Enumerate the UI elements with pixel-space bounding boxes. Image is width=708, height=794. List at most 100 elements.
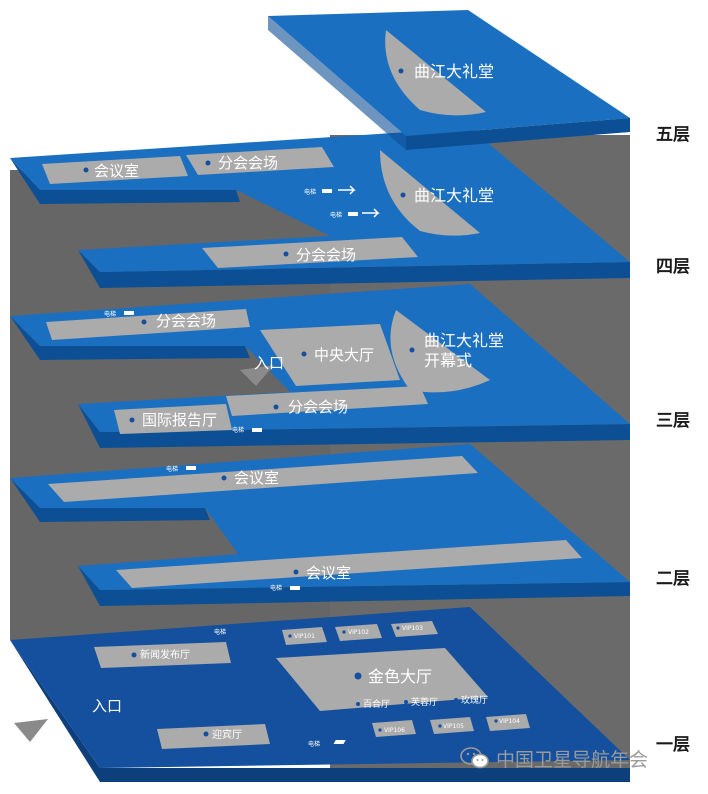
room-vip106[interactable] bbox=[372, 720, 416, 737]
floor-4-front bbox=[78, 250, 630, 288]
arrow-icon-4a bbox=[338, 185, 356, 195]
label-elevator-2b: 电梯 bbox=[270, 584, 282, 592]
floor-1 bbox=[10, 607, 630, 782]
room-vip105[interactable] bbox=[430, 717, 474, 734]
dot-vip106 bbox=[378, 728, 382, 732]
dot-lily bbox=[356, 702, 360, 706]
elevator-mark-2a bbox=[186, 466, 196, 470]
dot-hall-f5 bbox=[398, 68, 404, 74]
label-elevator-1a: 电梯 bbox=[214, 628, 226, 636]
room-central-hall[interactable] bbox=[260, 324, 400, 386]
floor-3-front-left bbox=[10, 316, 250, 360]
room-branch-a-f4[interactable] bbox=[186, 147, 334, 175]
elevator-mark-2b bbox=[290, 586, 300, 590]
elevator-mark-4a bbox=[322, 189, 332, 193]
floor-label-3: 三层 bbox=[656, 411, 690, 431]
room-meeting-f4[interactable] bbox=[42, 156, 188, 184]
location-dots bbox=[83, 68, 498, 737]
label-intl-report: 国际报告厅 bbox=[142, 411, 217, 429]
label-elevator-4a: 电梯 bbox=[304, 188, 316, 196]
label-hall-f3-line1: 曲江大礼堂 bbox=[424, 331, 504, 350]
label-hall-f3-line2: 开幕式 bbox=[424, 351, 472, 370]
elevator-mark-1b bbox=[333, 740, 346, 744]
dot-vip101 bbox=[288, 634, 292, 638]
label-branch-b-f4: 分会会场 bbox=[296, 246, 356, 264]
floor-3 bbox=[10, 284, 630, 448]
label-vip104: VIP104 bbox=[499, 718, 520, 725]
label-vip101: VIP101 bbox=[294, 633, 315, 640]
room-vip104[interactable] bbox=[486, 714, 530, 731]
watermark: 中国卫星导航年会 bbox=[460, 744, 648, 772]
room-hall-f4[interactable] bbox=[380, 150, 480, 236]
dot-branch-a-f3 bbox=[141, 319, 147, 325]
dot-rose bbox=[454, 698, 458, 702]
floor-4 bbox=[10, 128, 630, 288]
label-elevator-4b: 电梯 bbox=[330, 211, 342, 219]
dot-branch-a-f4 bbox=[205, 160, 211, 166]
floor-3-front bbox=[78, 404, 630, 448]
floor-5-front bbox=[268, 16, 406, 150]
label-branch-b-f3: 分会会场 bbox=[288, 398, 348, 416]
floor-4-front-left bbox=[10, 158, 240, 204]
room-reception-hall[interactable] bbox=[157, 724, 270, 749]
dot-press-hall bbox=[131, 652, 137, 658]
room-hall-f5[interactable] bbox=[385, 30, 486, 116]
room-press-hall[interactable] bbox=[94, 642, 231, 668]
room-golden-hall[interactable] bbox=[276, 648, 488, 711]
floor-label-4: 四层 bbox=[656, 257, 690, 277]
dot-intl-report bbox=[129, 417, 135, 423]
label-hibiscus: 芙蓉厅 bbox=[411, 696, 438, 708]
arrow-icon-4b bbox=[362, 208, 380, 218]
label-branch-a-f4: 分会会场 bbox=[218, 154, 278, 172]
room-branch-b-f4[interactable] bbox=[202, 237, 418, 268]
dot-hibiscus bbox=[404, 700, 408, 704]
room-hall-f3[interactable] bbox=[390, 310, 490, 393]
room-branch-a-f3[interactable] bbox=[46, 309, 250, 340]
label-central-hall: 中央大厅 bbox=[314, 346, 374, 364]
floor-label-2: 二层 bbox=[656, 569, 690, 589]
room-intl-report-hall[interactable] bbox=[114, 404, 232, 434]
dot-vip104 bbox=[494, 719, 498, 723]
dot-branch-b-f4 bbox=[283, 251, 289, 257]
label-elevator-2a: 电梯 bbox=[166, 465, 178, 473]
room-meeting-a-f2[interactable] bbox=[48, 456, 478, 502]
dot-meeting-a-f2 bbox=[221, 475, 227, 481]
label-meeting-b-f2: 会议室 bbox=[306, 564, 351, 582]
label-lily: 百合厅 bbox=[363, 698, 390, 710]
room-vip102[interactable] bbox=[335, 624, 382, 641]
floor-label-1: 一层 bbox=[656, 735, 690, 755]
label-hall-f5: 曲江大礼堂 bbox=[414, 62, 494, 81]
dot-branch-b-f3 bbox=[273, 404, 279, 410]
elevator-mark-3b bbox=[252, 428, 262, 432]
entrance-arrow-1 bbox=[14, 719, 48, 742]
floor-5-top bbox=[268, 10, 630, 136]
room-vip101[interactable] bbox=[282, 627, 327, 645]
dot-meeting-b-f2 bbox=[293, 569, 299, 575]
dot-reception bbox=[203, 731, 209, 737]
label-reception: 迎宾厅 bbox=[212, 728, 242, 741]
dot-vip102 bbox=[342, 630, 346, 634]
room-labels: 曲江大礼堂 会议室 分会会场 曲江大礼堂 分会会场 电梯 电梯 分会会场 电梯 … bbox=[92, 62, 520, 748]
label-rose: 玫瑰厅 bbox=[461, 694, 488, 706]
dot-central-hall bbox=[301, 351, 307, 357]
label-vip102: VIP102 bbox=[348, 629, 369, 636]
watermark-text: 中国卫星导航年会 bbox=[496, 748, 649, 771]
floor-5 bbox=[268, 10, 630, 150]
label-entrance-f1: 入口 bbox=[92, 697, 122, 715]
label-entrance-f3: 入口 bbox=[254, 354, 284, 372]
dot-hall-f3 bbox=[409, 347, 415, 353]
floor-5-front-b bbox=[406, 118, 630, 150]
label-vip106: VIP106 bbox=[384, 727, 405, 734]
room-vip103[interactable] bbox=[391, 621, 438, 637]
label-golden-hall: 金色大厅 bbox=[368, 667, 432, 686]
dot-golden-hall bbox=[354, 672, 362, 680]
elevator-mark-4b bbox=[348, 212, 358, 216]
label-hall-f4: 曲江大礼堂 bbox=[414, 186, 494, 205]
wechat-icon bbox=[460, 747, 489, 769]
dot-vip103 bbox=[396, 626, 400, 630]
room-meeting-b-f2[interactable] bbox=[116, 540, 582, 588]
floor-2-front-left bbox=[10, 478, 210, 522]
dot-meeting-f4 bbox=[83, 167, 89, 173]
dot-hall-f4 bbox=[400, 192, 406, 198]
